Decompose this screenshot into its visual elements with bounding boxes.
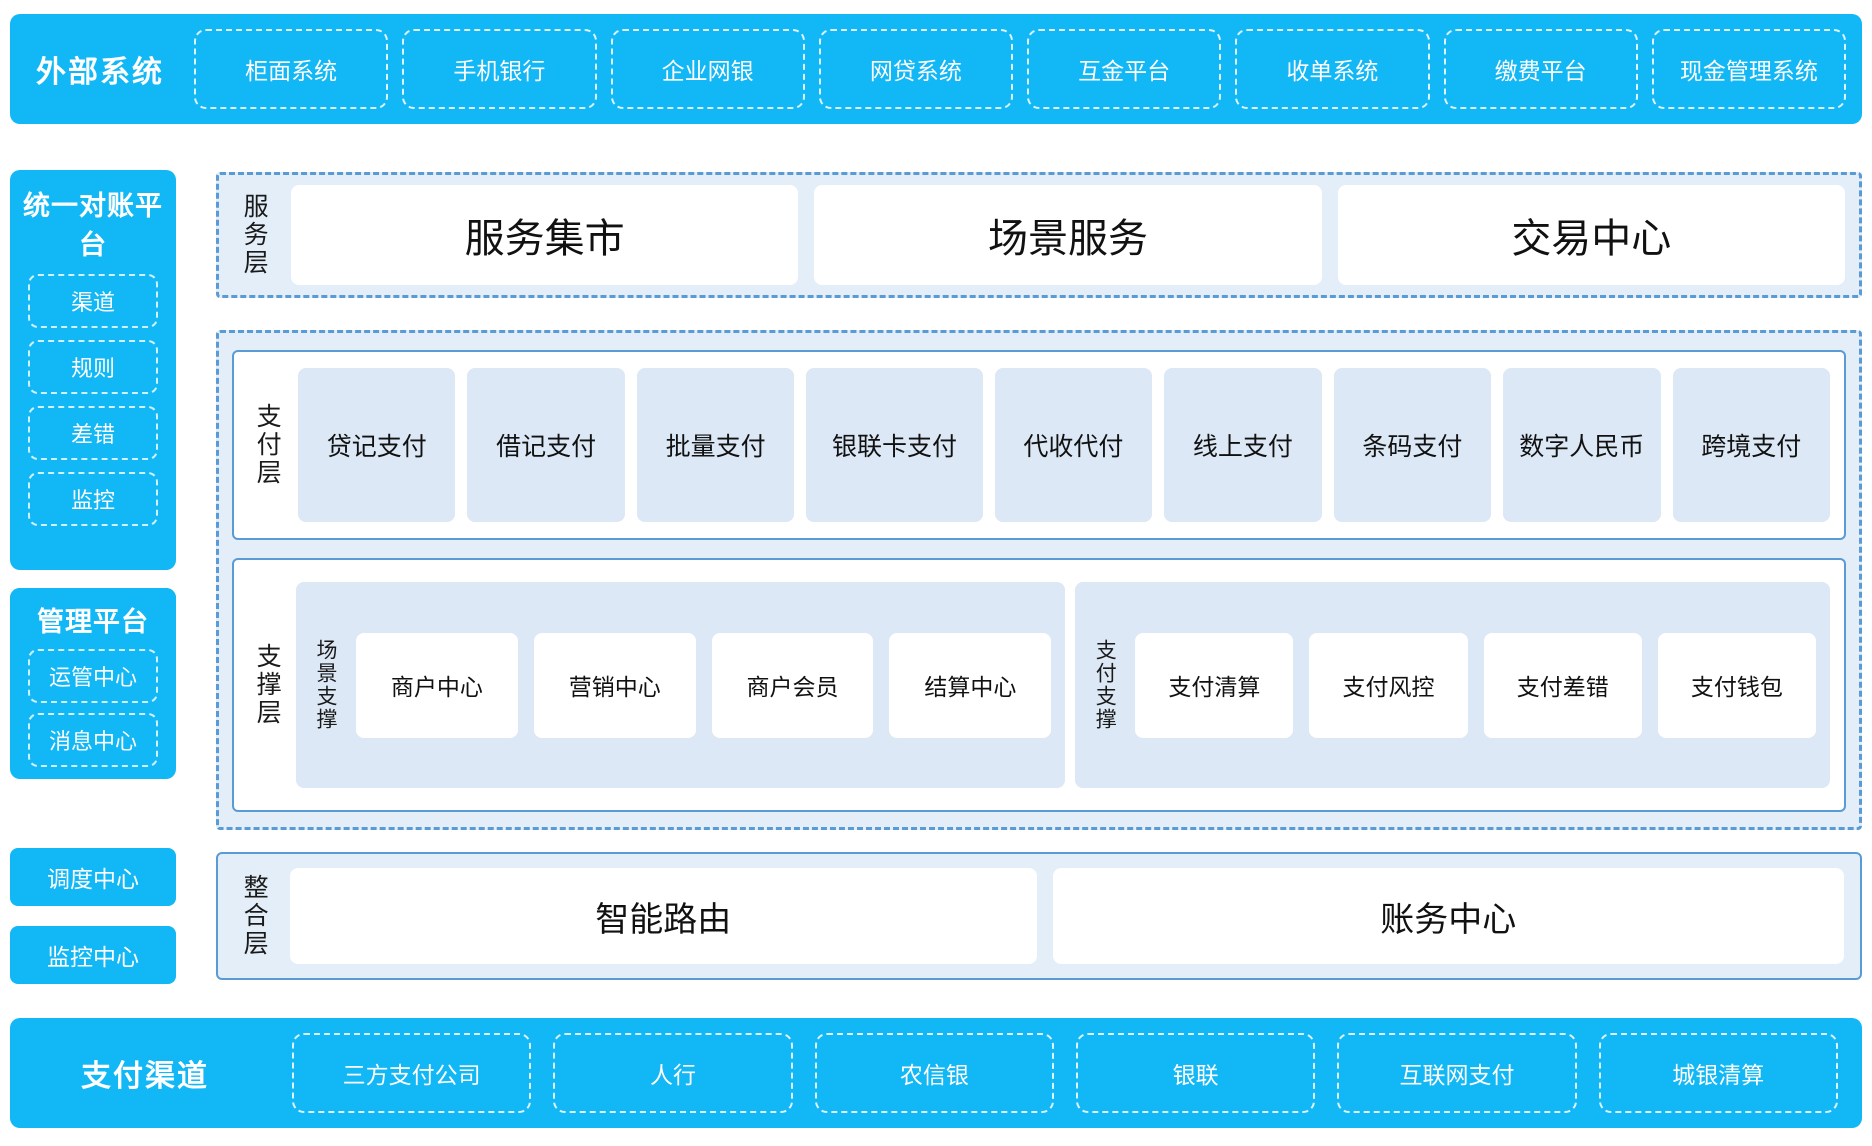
scenario-support-item[interactable]: 营销中心: [533, 632, 696, 738]
payment-layer-item[interactable]: 线上支付: [1164, 368, 1322, 522]
external-systems-title: 外部系统: [36, 56, 164, 89]
recon-platform-panel: 统一对账平台 渠道 规则 差错 监控: [10, 170, 176, 570]
payment-channel-item[interactable]: 城银清算: [1598, 1033, 1838, 1113]
payment-channels-bar: 支付渠道 三方支付公司 人行 农信银 银联 互联网支付 城银清算: [10, 1018, 1862, 1128]
external-system-item[interactable]: 手机银行: [402, 29, 597, 109]
service-layer-item[interactable]: 服务集市: [291, 185, 799, 285]
payment-channel-item[interactable]: 人行: [553, 1033, 793, 1113]
payment-support-item[interactable]: 支付清算: [1135, 632, 1294, 738]
recon-platform-item[interactable]: 差错: [28, 406, 158, 460]
payment-layer-item[interactable]: 代收代付: [994, 368, 1153, 522]
scenario-support-label: 场景支撑: [314, 639, 338, 731]
service-layer-container: 服务层 服务集市 场景服务 交易中心: [216, 172, 1862, 298]
recon-platform-item[interactable]: 监控: [28, 472, 158, 526]
external-system-item[interactable]: 网贷系统: [818, 29, 1013, 109]
payment-layer-item[interactable]: 条码支付: [1333, 368, 1492, 522]
payment-channels-title: 支付渠道: [81, 1060, 209, 1093]
external-systems-bar: 外部系统 柜面系统 手机银行 企业网银 网贷系统 互金平台 收单系统 缴费平台 …: [10, 14, 1862, 124]
payment-layer-item[interactable]: 贷记支付: [298, 368, 456, 522]
payment-channel-item[interactable]: 三方支付公司: [292, 1033, 532, 1113]
payment-channel-item[interactable]: 农信银: [814, 1033, 1054, 1113]
integration-layer-container: 整合层 智能路由 账务中心: [216, 852, 1862, 980]
external-system-item[interactable]: 企业网银: [610, 29, 805, 109]
payment-support-item[interactable]: 支付钱包: [1657, 632, 1817, 738]
payment-layer-item[interactable]: 批量支付: [636, 368, 795, 522]
scenario-support-group: 场景支撑 商户中心 营销中心 商户会员 结算中心: [296, 582, 1066, 788]
external-system-item[interactable]: 柜面系统: [194, 29, 389, 109]
payment-layer-item[interactable]: 数字人民币: [1503, 368, 1661, 522]
monitor-center-label: 监控中心: [47, 944, 139, 970]
scenario-support-item[interactable]: 商户中心: [356, 632, 518, 738]
support-layer-label: 支撑层: [253, 643, 282, 727]
payment-support-item[interactable]: 支付风控: [1309, 632, 1468, 738]
external-system-item[interactable]: 收单系统: [1235, 29, 1430, 109]
monitor-center-block[interactable]: 监控中心: [10, 926, 176, 984]
payment-layer-label: 支付层: [253, 403, 282, 487]
payment-layer-item[interactable]: 跨境支付: [1672, 368, 1830, 522]
payment-layer-container: 支付层 贷记支付 借记支付 批量支付 银联卡支付 代收代付 线上支付 条码支付 …: [232, 350, 1846, 540]
integration-layer-item[interactable]: 智能路由: [290, 868, 1037, 964]
payment-support-group: 支付支撑 支付清算 支付风控 支付差错 支付钱包: [1075, 582, 1830, 788]
payment-support-item[interactable]: 支付差错: [1483, 632, 1642, 738]
payment-channel-item[interactable]: 互联网支付: [1337, 1033, 1577, 1113]
payment-layer-item[interactable]: 银联卡支付: [806, 368, 983, 522]
integration-layer-item[interactable]: 账务中心: [1052, 868, 1844, 964]
recon-platform-title: 统一对账平台: [23, 191, 163, 260]
support-layer-container: 支撑层 场景支撑 商户中心 营销中心 商户会员 结算中心 支付支撑 支付清算 支…: [232, 558, 1846, 812]
mgmt-platform-item[interactable]: 运管中心: [28, 649, 158, 703]
service-layer-label: 服务层: [240, 193, 269, 277]
mgmt-platform-item[interactable]: 消息中心: [28, 713, 158, 767]
service-layer-item[interactable]: 场景服务: [814, 185, 1322, 285]
scheduler-center-label: 调度中心: [47, 866, 139, 892]
recon-platform-item[interactable]: 渠道: [28, 274, 158, 328]
mgmt-platform-section: 管理平台 运管中心 消息中心: [10, 588, 176, 779]
payment-support-label: 支付支撑: [1093, 639, 1117, 731]
mgmt-platform-heading: 管理平台: [37, 607, 149, 637]
scenario-support-item[interactable]: 商户会员: [711, 632, 874, 738]
payment-channel-item[interactable]: 银联: [1075, 1033, 1316, 1113]
external-system-item[interactable]: 现金管理系统: [1651, 29, 1846, 109]
scheduler-center-block[interactable]: 调度中心: [10, 848, 176, 906]
service-layer-item[interactable]: 交易中心: [1337, 185, 1845, 285]
recon-platform-item[interactable]: 规则: [28, 340, 158, 394]
external-system-item[interactable]: 缴费平台: [1443, 29, 1638, 109]
scenario-support-item[interactable]: 结算中心: [889, 632, 1052, 738]
integration-layer-label: 整合层: [240, 874, 269, 958]
payment-layer-item[interactable]: 借记支付: [467, 368, 625, 522]
external-system-item[interactable]: 互金平台: [1027, 29, 1222, 109]
